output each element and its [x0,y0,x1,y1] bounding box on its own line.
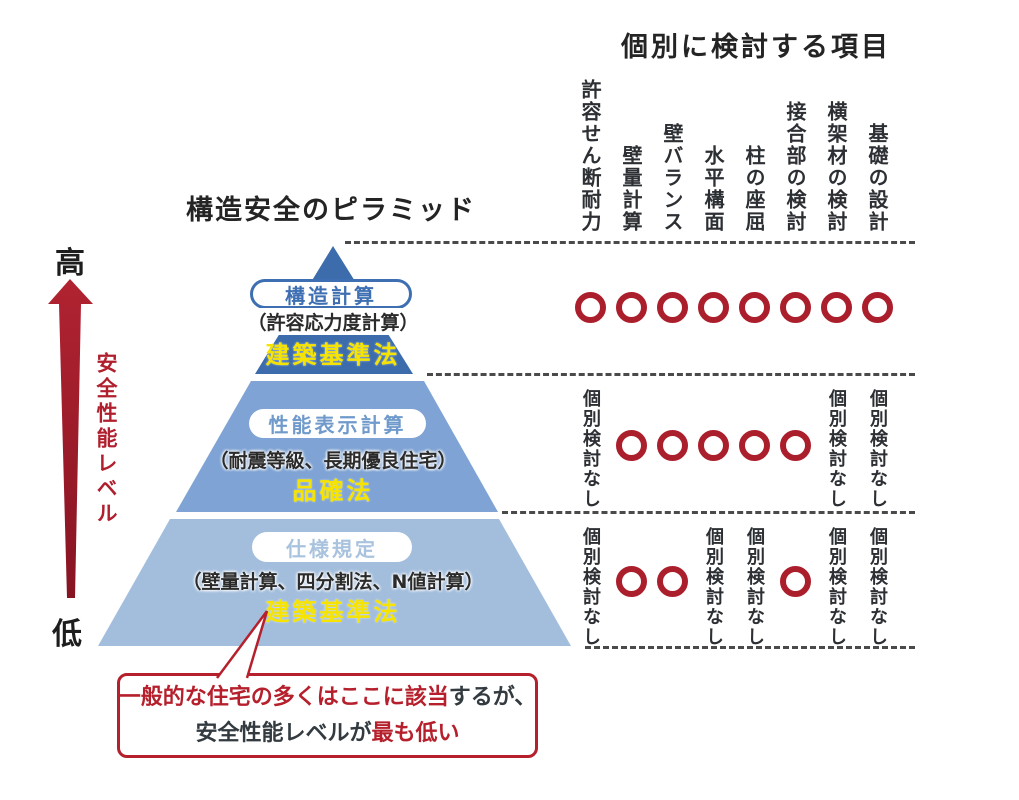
dashed-line-3 [502,511,915,514]
matrix-column-header: 壁量計算 [619,145,643,233]
tier2-sub-label: （耐震等級、長期優良住宅） [209,450,457,472]
tier3-law-label: 建築基準法 [265,598,401,626]
pyramid-title: 構造安全のピラミッド [186,195,476,226]
check-circle [657,566,688,597]
matrix-column-header: 接合部の検討 [783,101,807,233]
matrix-columns: 許容せん断耐力壁量計算壁バランス水平構面柱の座屈接合部の検討横架材の検討基礎の設… [0,0,1019,235]
tier3-sub-label: （壁量計算、四分割法、N値計算） [182,571,484,593]
no-check-label: 個別検討なし [826,527,847,647]
callout-line1-dark: するが、 [448,684,537,710]
check-circle [780,292,811,323]
check-circle [739,430,770,461]
axis-high-label: 高 [55,246,85,281]
matrix-column-header: 横架材の検討 [824,101,848,233]
check-circle [616,430,647,461]
callout-line2-dark: 安全性能レベルが [195,720,372,746]
matrix-column-header: 水平構面 [701,145,725,233]
tier2-name-pill: 性能表示計算 [249,409,426,438]
matrix-title: 個別に検討する項目 [621,32,891,63]
check-circle [616,292,647,323]
tier1-name-pill: 構造計算 [250,279,412,309]
check-circle [698,292,729,323]
check-circle [780,430,811,461]
callout-line-2: 安全性能レベルが最も低い [195,717,459,751]
matrix-column-header: 柱の座屈 [742,145,766,233]
tier1-law-label: 建築基準法 [265,341,401,369]
check-circle [575,292,606,323]
matrix-column-header: 許容せん断耐力 [578,79,602,233]
tier2-law-label: 品確法 [292,477,374,505]
dashed-line-1 [345,241,915,244]
no-check-label: 個別検討なし [580,389,601,509]
callout-box: 一般的な住宅の多くはここに該当するが、 安全性能レベルが最も低い [117,673,538,758]
callout-line1-red: 一般的な住宅の多くはここに該当 [118,684,449,710]
dashed-line-4 [585,646,915,649]
matrix-column-header: 基礎の設計 [865,123,889,233]
callout-line-1: 一般的な住宅の多くはここに該当するが、 [119,681,537,715]
check-circle [616,566,647,597]
check-circle [657,430,688,461]
axis-low-label: 低 [52,617,82,652]
no-check-label: 個別検討なし [744,527,765,647]
dashed-line-2 [427,373,915,376]
no-check-label: 個別検討なし [867,527,888,647]
check-circle [780,566,811,597]
safety-level-axis-label: 安全性能レベル [94,352,118,527]
no-check-label: 個別検討なし [703,527,724,647]
check-circle [698,430,729,461]
no-check-label: 個別検討なし [580,527,601,647]
check-circle [657,292,688,323]
tier1-sub-label: （許容応力度計算） [242,308,424,335]
matrix-column-header: 壁バランス [660,123,684,233]
check-circle [862,292,893,323]
check-circle [821,292,852,323]
check-circle [739,292,770,323]
callout-line2-red: 最も低い [371,720,460,746]
no-check-label: 個別検討なし [867,389,888,509]
tier3-name-pill: 仕様規定 [252,532,412,562]
no-check-label: 個別検討なし [826,389,847,509]
